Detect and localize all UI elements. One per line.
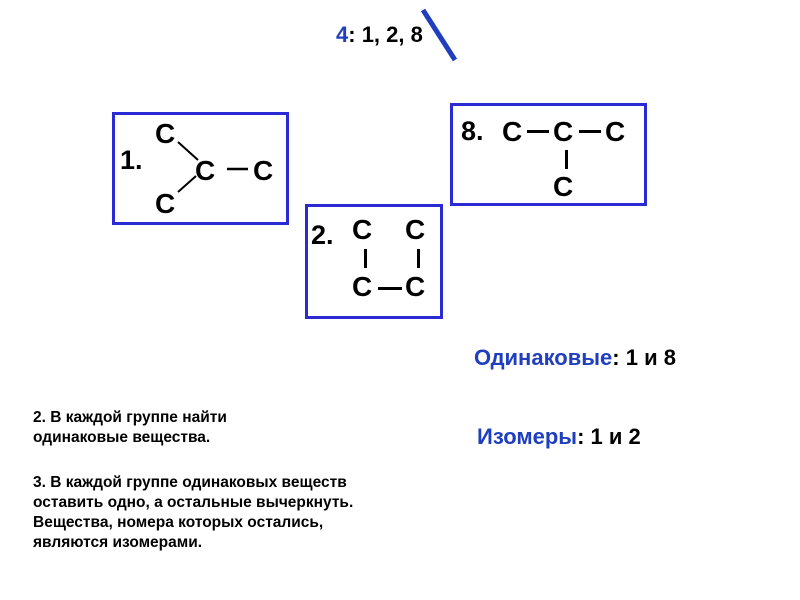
molecule-1-atom: C (195, 155, 216, 186)
molecule-1-label: 1. (120, 145, 143, 175)
question-options: : 1, 2, 8 (348, 22, 423, 47)
answer-isomers: Изомеры: 1 и 2 (477, 424, 641, 450)
molecule-2-bond (364, 249, 367, 268)
molecule-1-bonds (177, 141, 248, 193)
molecule-8-atom: C (605, 116, 626, 147)
molecule-2-atom: C (352, 214, 373, 245)
molecule-8-atom: C (502, 116, 523, 147)
molecule-2-atom: C (352, 271, 373, 302)
instruction-step-3: 3. В каждой группе одинаковых веществ ос… (33, 474, 354, 551)
molecule-8-bond (579, 130, 601, 133)
molecule-8-label: 8. (461, 116, 484, 146)
molecule-8-atom: C (553, 116, 574, 147)
molecule-8-bond (565, 150, 568, 169)
molecule-2-atom: C (405, 271, 426, 302)
answer-isomers-label: Изомеры (477, 424, 578, 449)
molecule-8-bond (527, 130, 549, 133)
answer-same-label: Одинаковые (474, 345, 613, 370)
molecule-8-atom: C (553, 171, 574, 202)
answer-isomers-value: : 1 и 2 (577, 424, 641, 449)
molecule-1-atom: C (155, 188, 176, 219)
molecule-2-bond (378, 287, 402, 290)
molecule-2-atom: C (405, 214, 426, 245)
question-number: 4 (336, 22, 349, 47)
molecule-2-bond (417, 249, 420, 268)
strikethrough-mark (421, 8, 458, 62)
molecule-1-atom: C (253, 155, 274, 186)
molecule-2-box (305, 204, 443, 319)
molecule-1-atom: C (155, 118, 176, 149)
molecule-2-label: 2. (311, 220, 334, 250)
answer-same: Одинаковые: 1 и 8 (474, 345, 676, 371)
molecule-8-box (450, 103, 647, 206)
question-header: 4: 1, 2, 8 (336, 22, 423, 48)
molecule-1-box (112, 112, 289, 225)
answer-same-value: : 1 и 8 (612, 345, 676, 370)
instruction-step-2: 2. В каждой группе найти одинаковые веще… (33, 409, 227, 446)
